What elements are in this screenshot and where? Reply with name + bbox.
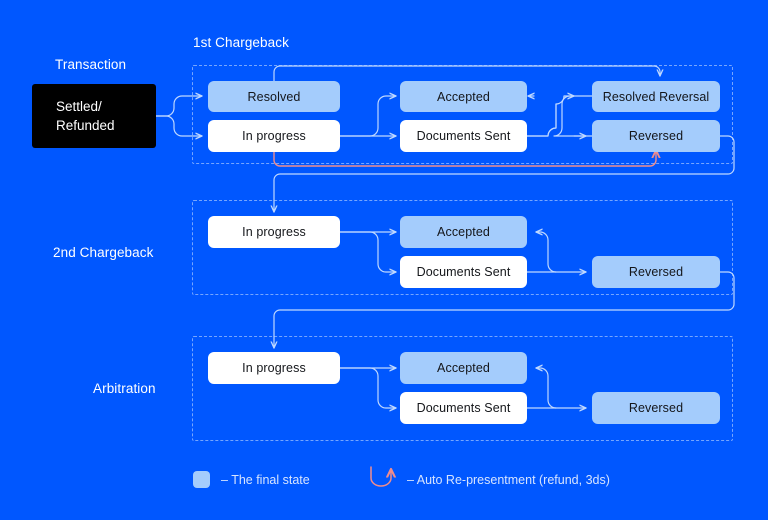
node-first-in-progress[interactable]: In progress bbox=[208, 120, 340, 152]
legend-representment-icon bbox=[370, 466, 402, 487]
section-label-second-chargeback: 2nd Chargeback bbox=[53, 245, 154, 260]
node-second-in-progress[interactable]: In progress bbox=[208, 216, 340, 248]
node-third-in-progress[interactable]: In progress bbox=[208, 352, 340, 384]
node-first-reversed[interactable]: Reversed bbox=[592, 120, 720, 152]
node-first-resolved[interactable]: Resolved bbox=[208, 81, 340, 112]
node-third-reversed[interactable]: Reversed bbox=[592, 392, 720, 424]
node-first-documents-sent[interactable]: Documents Sent bbox=[400, 120, 527, 152]
node-settled-refunded-line2: Refunded bbox=[56, 118, 115, 133]
node-second-reversed[interactable]: Reversed bbox=[592, 256, 720, 288]
section-region-first-chargeback bbox=[192, 65, 733, 164]
section-region-second-chargeback bbox=[192, 200, 733, 295]
node-third-documents-sent[interactable]: Documents Sent bbox=[400, 392, 527, 424]
legend-final-state-label: – The final state bbox=[221, 473, 310, 487]
node-first-accepted[interactable]: Accepted bbox=[400, 81, 527, 112]
node-settled-refunded-line1: Settled/ bbox=[56, 99, 102, 114]
node-third-accepted[interactable]: Accepted bbox=[400, 352, 527, 384]
section-label-first-chargeback: 1st Chargeback bbox=[193, 35, 289, 50]
section-region-arbitration bbox=[192, 336, 733, 441]
section-label-arbitration: Arbitration bbox=[93, 381, 156, 396]
legend-final-state-swatch bbox=[193, 471, 210, 488]
node-second-documents-sent[interactable]: Documents Sent bbox=[400, 256, 527, 288]
section-label-transaction: Transaction bbox=[55, 57, 127, 72]
node-first-resolved-reversal[interactable]: Resolved Reversal bbox=[592, 81, 720, 112]
node-second-accepted[interactable]: Accepted bbox=[400, 216, 527, 248]
legend-representment-label: – Auto Re-presentment (refund, 3ds) bbox=[407, 473, 610, 487]
node-settled-refunded[interactable]: Settled/ Refunded bbox=[32, 84, 156, 148]
